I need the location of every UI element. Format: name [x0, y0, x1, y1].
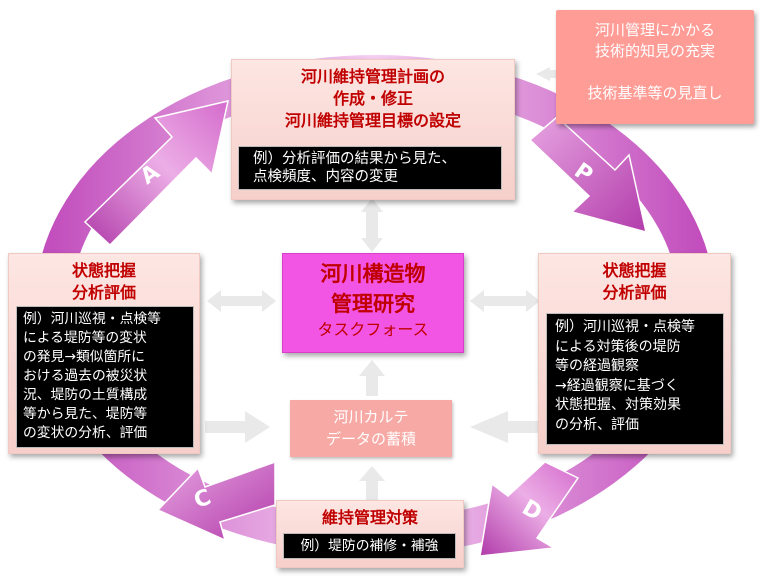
arrow-c [156, 460, 276, 542]
arrow-a [83, 100, 229, 247]
left-example-line-2: による堤防等の変状 [23, 330, 147, 346]
left-example-line-3: の発見→類似箇所に [23, 349, 145, 365]
knowledge-line-1: 河川管理にかかる [594, 21, 715, 39]
plan-title-line-2: 作成・修正 [332, 89, 413, 108]
connector-note-arrow [536, 67, 550, 81]
connector-left-arrow [207, 290, 276, 312]
left-example-line-6: 等から見た、堤防等 [23, 406, 148, 422]
left-example-line-7: の変状の分析、評価 [23, 425, 148, 441]
connector-right-to-karte-arrow [470, 411, 548, 443]
karte-line-2: データの蓄積 [325, 430, 416, 448]
right-analysis-title-2: 分析評価 [602, 283, 667, 302]
maintenance-example-box: 例）堤防の補修・補強 [283, 533, 456, 559]
center-line-3: タスクフォース [317, 320, 429, 339]
arrow-p [528, 115, 647, 234]
connector-note-bar [549, 70, 557, 78]
connector-top-arrow [361, 198, 383, 252]
connector-right-arrow [470, 290, 540, 312]
knowledge-line-4: 技術基準等の見直し [587, 84, 723, 102]
right-example-line-1: 例）河川巡視・点検等 [555, 319, 695, 335]
plan-title-line-1: 河川維持管理計画の [300, 67, 445, 86]
connector-arrows [205, 67, 557, 500]
karte-box: 河川カルテ データの蓄積 [290, 400, 452, 457]
plan-example-line-1: 例）分析評価の結果から見た、 [253, 151, 456, 167]
right-example-line-3: 等の経過観察 [555, 358, 639, 374]
connector-karte-up-arrow [359, 360, 385, 396]
right-example-line-6: の分析、評価 [555, 416, 639, 433]
left-example-line-1: 例）河川巡視・点検等 [23, 311, 161, 327]
plan-example-box: 例）分析評価の結果から見た、 点検頻度、内容の変更 [238, 146, 502, 190]
maintenance-example: 例）堤防の補修・補強 [300, 538, 439, 554]
arrow-d [479, 461, 580, 557]
center-line-2: 管理研究 [331, 292, 415, 316]
right-example-line-2: による対策後の堤防 [555, 338, 681, 355]
arrow-c-label: C [191, 485, 215, 514]
left-example-line-5: 況、堤防の土質構成 [23, 387, 148, 403]
left-example-line-4: おける過去の被災状 [23, 368, 148, 384]
center-line-1: 河川構造物 [320, 262, 426, 286]
maintenance-title: 維持管理対策 [321, 508, 418, 527]
connector-left-to-karte-arrow [205, 411, 270, 443]
left-analysis-title-2: 分析評価 [71, 283, 136, 302]
right-analysis-title-1: 状態把握 [602, 261, 667, 280]
right-example-line-4: →経過観察に基づく [555, 377, 679, 394]
left-analysis-example-box: 例）河川巡視・点検等 による堤防等の変状 の発見→類似箇所に おける過去の被災状… [16, 306, 194, 448]
connector-bottom-up-arrow [359, 466, 385, 500]
right-example-line-5: 状態把握、対策効果 [555, 397, 681, 413]
knowledge-note: 河川管理にかかる 技術的知見の充実 技術基準等の見直し [556, 10, 754, 124]
plan-example-line-2: 点検頻度、内容の変更 [253, 169, 398, 185]
center-box: 河川構造物 管理研究 タスクフォース [282, 253, 464, 353]
right-analysis-example-box: 例）河川巡視・点検等 による対策後の堤防 等の経過観察 →経過観察に基づく 状態… [546, 313, 724, 445]
knowledge-line-2: 技術的知見の充実 [594, 42, 715, 60]
karte-line-1: 河川カルテ [333, 408, 409, 426]
knowledge-spacer [556, 62, 754, 83]
left-analysis-title-1: 状態把握 [71, 261, 136, 280]
plan-title-line-3: 河川維持管理目標の設定 [284, 111, 461, 130]
